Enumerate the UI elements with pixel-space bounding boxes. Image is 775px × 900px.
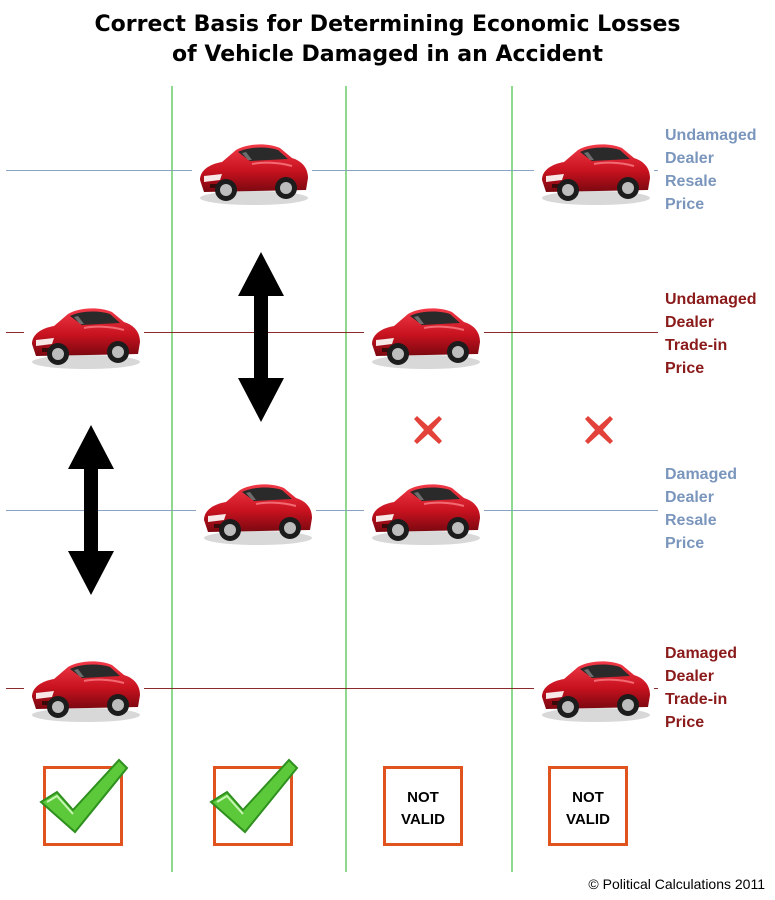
x-mark-icon-col3 bbox=[411, 413, 445, 447]
not-valid-text-col3: NOT VALID bbox=[401, 789, 445, 828]
car-col2-damaged-resale bbox=[196, 468, 316, 550]
damaged-tradein-line bbox=[6, 688, 658, 689]
undamaged-tradein-line bbox=[6, 332, 658, 333]
car-col3-damaged-resale bbox=[364, 468, 484, 550]
car-col4-undamaged-resale bbox=[534, 128, 654, 210]
column-divider-1 bbox=[171, 86, 173, 872]
car-col4-damaged-tradein bbox=[534, 645, 654, 727]
car-col1-undamaged-tradein bbox=[24, 292, 144, 374]
title-line-2: of Vehicle Damaged in an Accident bbox=[172, 42, 603, 67]
checkmark-icon-col1 bbox=[37, 756, 129, 836]
result-box-col4: NOT VALID bbox=[548, 766, 628, 846]
copyright-footer: © Political Calculations 2011 bbox=[588, 876, 765, 892]
diagram-title: Correct Basis for Determining Economic L… bbox=[0, 10, 775, 70]
car-col3-undamaged-tradein bbox=[364, 292, 484, 374]
car-col2-undamaged-resale bbox=[192, 128, 312, 210]
undamaged-resale-line bbox=[6, 170, 658, 171]
title-line-1: Correct Basis for Determining Economic L… bbox=[94, 12, 681, 37]
result-box-col3: NOT VALID bbox=[383, 766, 463, 846]
damaged-resale-line bbox=[6, 510, 658, 511]
label-damaged-tradein: Damaged Dealer Trade-in Price bbox=[665, 645, 738, 731]
label-damaged-resale: Damaged Dealer Resale Price bbox=[665, 466, 738, 552]
x-mark-icon-col4 bbox=[582, 413, 616, 447]
double-arrow-icon-col2 bbox=[236, 252, 286, 422]
car-col1-damaged-tradein bbox=[24, 645, 144, 727]
double-arrow-icon-col1 bbox=[66, 425, 116, 595]
label-undamaged-tradein: Undamaged Dealer Trade-in Price bbox=[665, 291, 757, 377]
label-undamaged-resale: Undamaged Dealer Resale Price bbox=[665, 127, 757, 213]
column-divider-3 bbox=[511, 86, 513, 872]
not-valid-text-col4: NOT VALID bbox=[566, 789, 610, 828]
checkmark-icon-col2 bbox=[207, 756, 299, 836]
column-divider-2 bbox=[345, 86, 347, 872]
